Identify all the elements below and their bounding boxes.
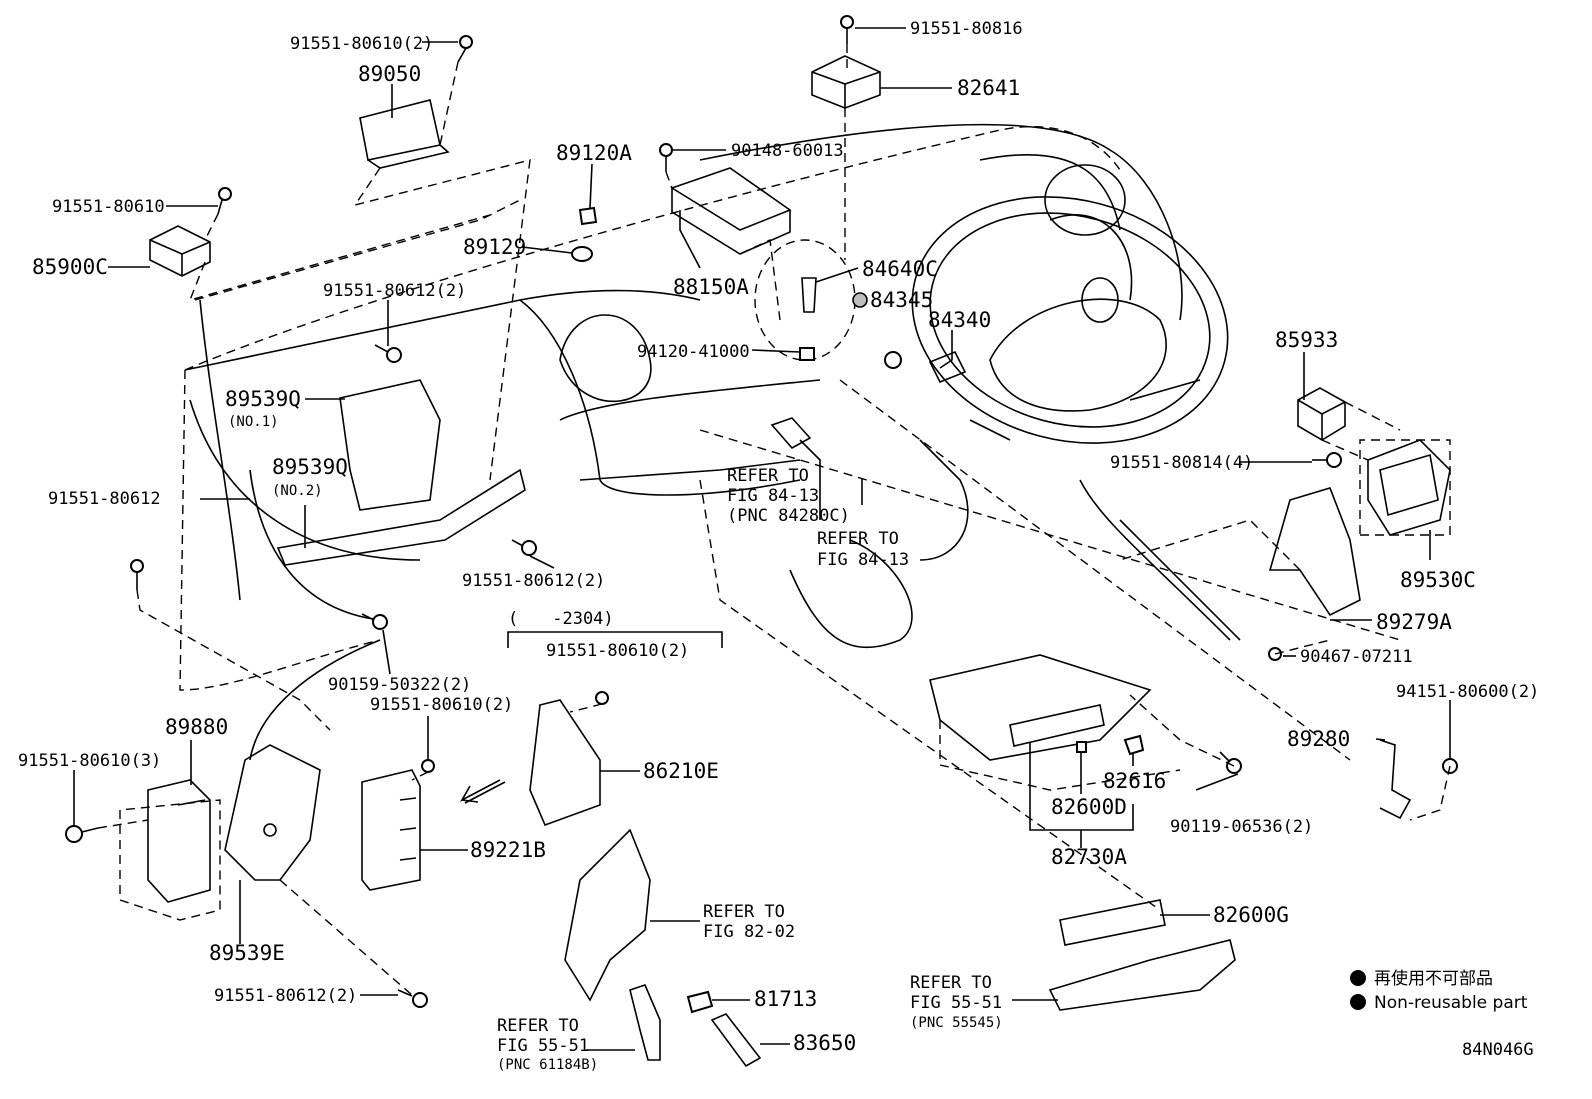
label-84340: 84340 [928,308,991,332]
part-labels: 91551-80610(2) 89050 91551-80816 82641 8… [18,19,1539,1073]
label-89880: 89880 [165,715,228,739]
label-94120-41000: 94120-41000 [637,342,750,362]
label-89539e: 89539E [209,941,285,965]
label-91551-80610-3: 91551-80610(3) [18,751,161,771]
label-82641: 82641 [957,76,1020,100]
refer-d-line1: REFER TO [910,973,992,993]
legend-japanese: 再使用不可部品 [1374,968,1493,989]
label-85933: 85933 [1275,328,1338,352]
refer-e-line2: FIG 55-51 [497,1036,589,1056]
label-90159-50322-2: 90159-50322(2) [328,675,471,695]
refer-e-line1: REFER TO [497,1016,579,1036]
label-89221b: 89221B [470,838,546,862]
label-91551-80610-2-top: 91551-80610(2) [290,34,433,54]
label-91551-80612-2-b: 91551-80612(2) [462,571,605,591]
label-no2: (NO.2) [272,483,323,499]
label-91551-80610-2-mid: 91551-80610(2) [546,641,689,661]
legend: 再使用不可部品 Non-reusable part [1350,968,1528,1013]
dashboard-outline [179,123,1401,911]
label-91551-80610-2-low: 91551-80610(2) [370,695,513,715]
label-90119-06536-2: 90119-06536(2) [1170,817,1313,837]
label-85900c: 85900C [32,255,108,279]
label-89539q-no1: 89539Q [225,387,301,411]
label-84640c: 84640C [862,257,938,281]
refer-a-line1: REFER TO [727,466,809,486]
label-89120a: 89120A [556,141,632,165]
label-94151-80600-2: 94151-80600(2) [1396,682,1539,702]
label-84345: 84345 [870,288,933,312]
label-89279a: 89279A [1376,610,1452,634]
refer-d-line2: FIG 55-51 [910,993,1002,1013]
label-90467-07211: 90467-07211 [1300,647,1413,667]
label-89539q-no2: 89539Q [272,455,348,479]
label-91551-80610: 91551-80610 [52,197,165,217]
refer-b-line2: FIG 84-13 [817,550,909,570]
label-82730a: 82730A [1051,845,1127,869]
non-reusable-dot-icon [1350,994,1366,1010]
diagram-id: 84N046G [1462,1040,1534,1060]
label-82616: 82616 [1103,769,1166,793]
label-89530c: 89530C [1400,568,1476,592]
label-91551-80816: 91551-80816 [910,19,1023,39]
refer-a-line3: (PNC 84280C) [727,506,850,526]
label-89050: 89050 [358,62,421,86]
label-83650: 83650 [793,1031,856,1055]
label-82600g: 82600G [1213,903,1289,927]
label-90148-60013: 90148-60013 [731,141,844,161]
refer-e-line3: (PNC 61184B) [497,1057,598,1073]
leader-lines [73,27,1451,1051]
refer-d-line3: (PNC 55545) [910,1015,1003,1031]
refer-b-line1: REFER TO [817,529,899,549]
label-91551-80612-2-a: 91551-80612(2) [323,281,466,301]
non-reusable-dot-icon [1350,970,1366,986]
label-86210e: 86210E [643,759,719,783]
refer-c-line1: REFER TO [703,902,785,922]
label-91551-80612: 91551-80612 [48,489,161,509]
steering-wheel [911,196,1229,444]
label-89129: 89129 [463,235,526,259]
label-91551-80814-4: 91551-80814(4) [1110,453,1253,473]
refer-c-line2: FIG 82-02 [703,922,795,942]
label-89280: 89280 [1287,727,1350,751]
label-no1: (NO.1) [228,414,279,430]
label-82600d: 82600D [1051,795,1127,819]
refer-a-line2: FIG 84-13 [727,486,819,506]
legend-english: Non-reusable part [1374,993,1528,1013]
label-91551-80612-2-c: 91551-80612(2) [214,986,357,1006]
dashed-leaders [97,44,1451,996]
label-range-2304: ( -2304) [508,609,614,629]
label-81713: 81713 [754,987,817,1011]
label-88150a: 88150A [673,275,749,299]
